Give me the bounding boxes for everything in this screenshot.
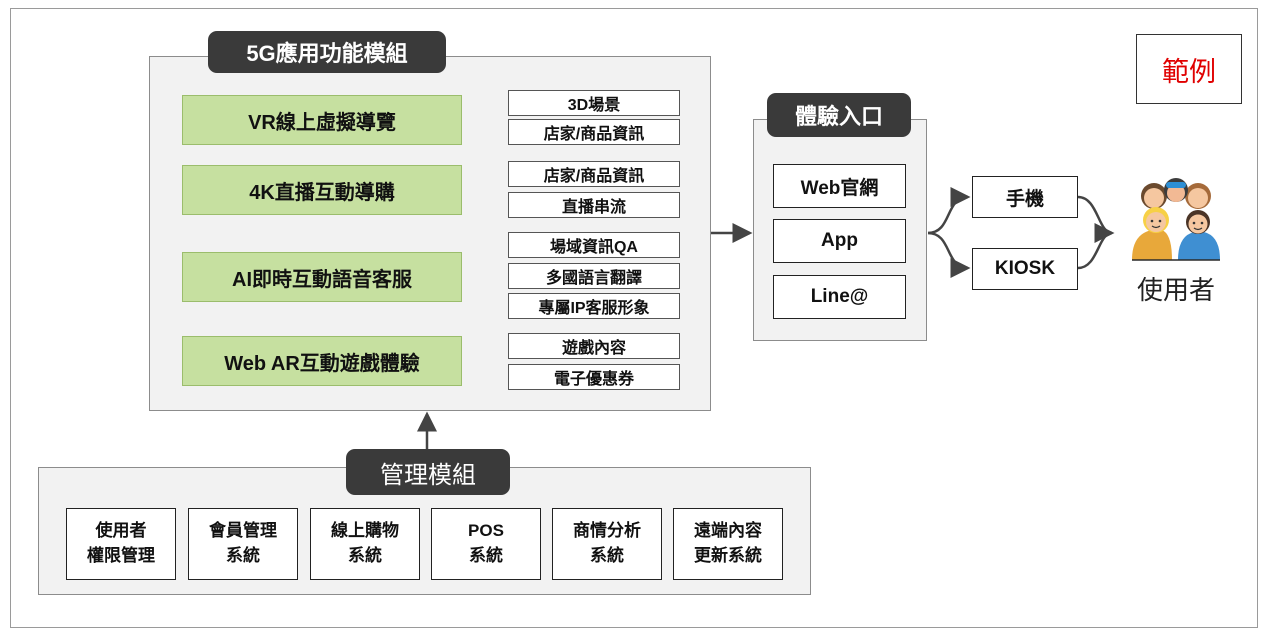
mgmt-line: 商情分析 [573, 521, 641, 541]
mgmt-line: 線上購物 [331, 521, 399, 541]
device-phone: 手機 [972, 176, 1078, 218]
mgmt-user-permission: 使用者 權限管理 [66, 508, 176, 580]
module-vr: VR線上虛擬導覽 [182, 95, 462, 145]
mgmt-line: 更新系統 [694, 546, 762, 565]
entry-title: 體驗入口 [767, 93, 911, 137]
users-group-icon [1132, 178, 1220, 261]
mgmt-pos: POS 系統 [431, 508, 541, 580]
mgmt-line: 系統 [348, 546, 382, 565]
entry-app: App [773, 219, 906, 263]
module-web-ar: Web AR互動遊戲體驗 [182, 336, 462, 386]
sub-item: 場域資訊QA [508, 232, 680, 258]
mgmt-line: 系統 [469, 546, 503, 565]
module-ai-voice: AI即時互動語音客服 [182, 252, 462, 302]
mgmt-line: 系統 [226, 546, 260, 565]
mgmt-line: POS [468, 521, 504, 541]
sub-item: 專屬IP客服形象 [508, 293, 680, 319]
user-label: 使用者 [1136, 275, 1215, 305]
example-label: 範例 [1136, 34, 1242, 104]
mgmt-remote-update: 遠端內容 更新系統 [673, 508, 783, 580]
sub-item: 直播串流 [508, 192, 680, 218]
mgmt-shopping: 線上購物 系統 [310, 508, 420, 580]
sub-item: 3D場景 [508, 90, 680, 116]
mgmt-line: 使用者 [95, 521, 147, 541]
sub-item: 遊戲內容 [508, 333, 680, 359]
module-4k-live: 4K直播互動導購 [182, 165, 462, 215]
sub-item: 多國語言翻譯 [508, 263, 680, 289]
entry-web: Web官網 [773, 164, 906, 208]
management-title: 管理模組 [346, 449, 510, 495]
sub-item: 店家/商品資訊 [508, 119, 680, 145]
features-title: 5G應用功能模組 [208, 31, 446, 73]
mgmt-line: 遠端內容 [694, 521, 762, 541]
sub-item: 電子優惠券 [508, 364, 680, 390]
entry-line: Line@ [773, 275, 906, 319]
mgmt-line: 權限管理 [87, 546, 155, 565]
mgmt-member: 會員管理 系統 [188, 508, 298, 580]
device-kiosk: KIOSK [972, 248, 1078, 290]
mgmt-line: 會員管理 [209, 521, 277, 541]
mgmt-analytics: 商情分析 系統 [552, 508, 662, 580]
sub-item: 店家/商品資訊 [508, 161, 680, 187]
mgmt-line: 系統 [590, 546, 624, 565]
